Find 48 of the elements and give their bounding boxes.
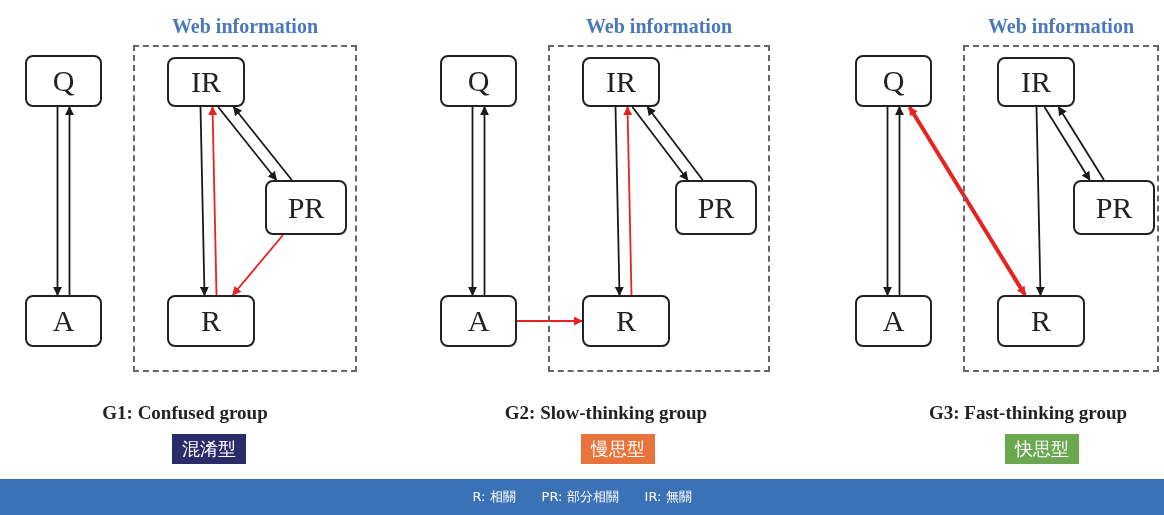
arrow <box>895 106 904 296</box>
arrow <box>65 106 74 296</box>
group-caption: G2: Slow-thinking group <box>504 402 708 424</box>
rounded-box: A <box>855 295 932 347</box>
arrow <box>631 106 689 181</box>
rounded-box: IR <box>582 57 660 107</box>
type-badge: 慢思型 <box>581 434 655 464</box>
arrow <box>232 106 293 181</box>
rounded-box: PR <box>675 180 757 235</box>
arrow <box>468 106 477 296</box>
arrow <box>480 106 489 296</box>
rounded-box: PR <box>265 180 347 235</box>
arrow <box>231 234 284 296</box>
rounded-box: IR <box>167 57 245 107</box>
rounded-box: A <box>440 295 517 347</box>
rounded-box: IR <box>997 57 1075 107</box>
legend-text: IR: 無關 <box>644 488 692 506</box>
rounded-box: R <box>582 295 670 347</box>
arrow <box>646 106 704 181</box>
arrow <box>623 106 633 296</box>
arrow <box>614 106 624 296</box>
arrow <box>217 106 278 181</box>
arrow <box>516 316 583 326</box>
type-badge: 快思型 <box>1005 434 1079 464</box>
rounded-box: R <box>167 295 255 347</box>
group-caption: G1: Confused group <box>102 402 268 424</box>
legend-text: PR: 部分相關 <box>541 488 619 506</box>
group-heading: Web information <box>584 15 734 38</box>
rounded-box: R <box>997 295 1085 347</box>
arrow <box>208 106 218 296</box>
group-heading: Web information <box>986 15 1136 38</box>
group-heading: Web information <box>170 15 320 38</box>
arrow <box>1043 106 1091 181</box>
legend-text: R: 相關 <box>472 488 516 506</box>
rounded-box: Q <box>25 55 102 107</box>
group-caption: G3: Fast-thinking group <box>928 402 1128 424</box>
type-badge: 混淆型 <box>172 434 246 464</box>
arrow <box>1057 106 1105 181</box>
arrow <box>907 105 1027 297</box>
arrow <box>53 106 62 296</box>
rounded-box: PR <box>1073 180 1155 235</box>
arrow <box>199 106 209 296</box>
rounded-box: A <box>25 295 102 347</box>
arrow <box>883 106 892 296</box>
rounded-box: Q <box>440 55 517 107</box>
rounded-box: Q <box>855 55 932 107</box>
arrow <box>1035 106 1045 296</box>
legend-bar <box>0 479 1164 515</box>
